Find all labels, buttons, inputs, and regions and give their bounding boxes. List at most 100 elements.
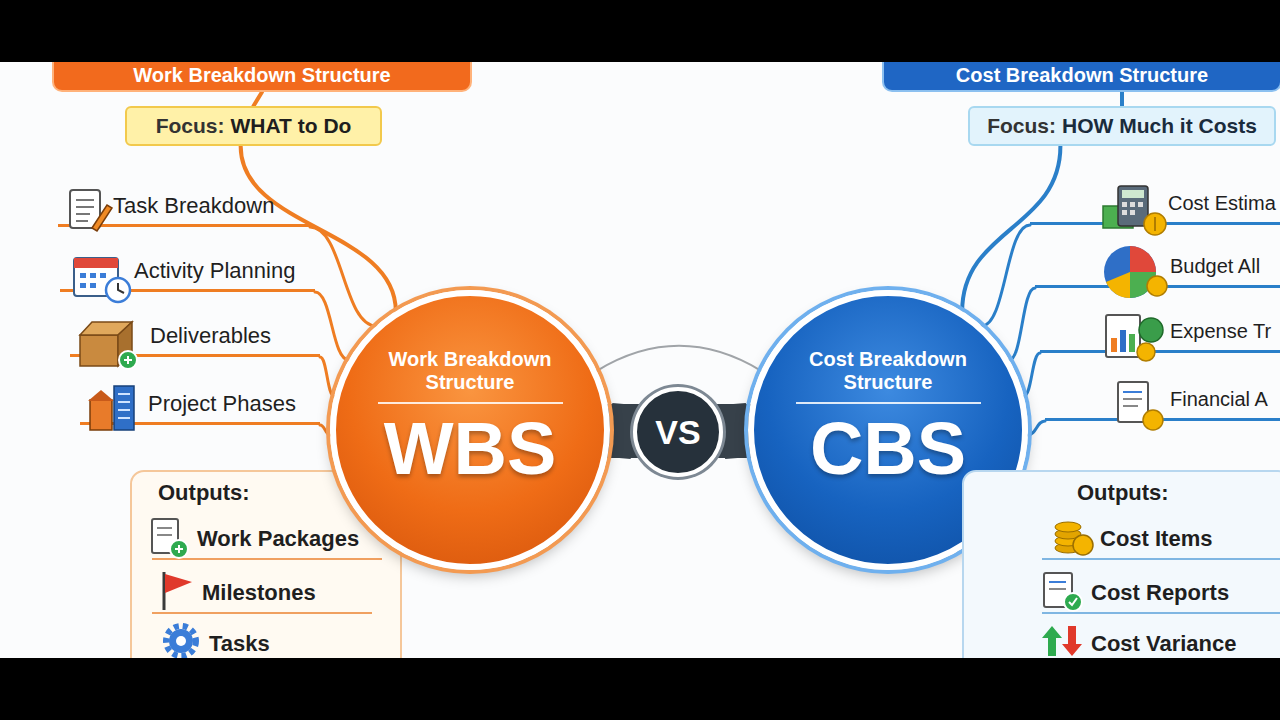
- branch-connector: [320, 425, 330, 435]
- output-item: Cost Items: [1042, 520, 1280, 560]
- calendar-icon-part: [74, 258, 118, 296]
- branch-item: Activity Planning: [60, 252, 315, 292]
- title-banner: Cost Breakdown Structure: [882, 60, 1280, 92]
- hub-circle: Work Breakdown StructureWBS: [330, 290, 610, 570]
- calendar-icon-part: [106, 278, 130, 302]
- node-text: Outputs:: [1077, 480, 1280, 506]
- pie-icon-part: [1130, 272, 1156, 298]
- branch-connector: [1028, 421, 1045, 435]
- outputs-panel: Outputs:Cost ItemsCost ReportsCost Varia…: [962, 470, 1280, 680]
- node-text: WBS: [384, 408, 557, 490]
- report-icon-part: [1064, 593, 1082, 611]
- report-icon-part: [1049, 588, 1066, 590]
- task-icon-part: [76, 213, 90, 215]
- calculator-icon-part: [1122, 190, 1144, 198]
- finance-icon-part: [1123, 398, 1142, 400]
- node-text: Activity Planning: [134, 258, 295, 284]
- phases-icon-part: [118, 409, 130, 411]
- phases-icon-part: [118, 401, 130, 403]
- calendar-icon-part: [90, 283, 96, 288]
- report-icon-part: [1049, 581, 1066, 583]
- calculator-icon-part: [1118, 186, 1148, 226]
- branch-connector: [723, 430, 748, 432]
- box-icon-part: [124, 356, 132, 364]
- calculator-icon-part: [1130, 210, 1135, 215]
- phases-icon-part: [90, 400, 112, 430]
- branch-item: Expense Tr: [1040, 313, 1280, 353]
- package-icon-part: [157, 527, 172, 529]
- finance-icon-part: [1143, 410, 1163, 430]
- finance-icon-part: [1123, 391, 1142, 393]
- output-item: Milestones: [152, 574, 372, 614]
- branch-connector: [597, 346, 761, 371]
- report-icon: [1044, 573, 1082, 611]
- node-text: Focus:: [987, 114, 1056, 138]
- branch-connector: [1120, 92, 1124, 106]
- calendar-icon-part: [118, 283, 124, 293]
- finance-icon-part: [1118, 382, 1148, 422]
- package-icon-part: [175, 545, 183, 553]
- calculator-icon-part: [1144, 213, 1166, 235]
- node-text: Work Breakdown Structure: [133, 64, 390, 87]
- gear-icon-part: [176, 636, 186, 646]
- expense-icon-part: [1111, 338, 1117, 352]
- variance-icon: [1042, 626, 1082, 656]
- node-text: Expense Tr: [1170, 320, 1271, 343]
- calendar-icon-part: [90, 273, 96, 278]
- branch-item: Cost Estima: [1030, 185, 1280, 225]
- box-icon-part: [118, 322, 132, 366]
- package-icon-part: [152, 519, 178, 553]
- output-item: Cost Reports: [1042, 574, 1280, 614]
- calculator-icon-part: [1103, 206, 1133, 228]
- node-text: Tasks: [209, 631, 270, 657]
- calculator-icon-part: [1138, 202, 1143, 207]
- focus-box: Focus:WHAT to Do: [125, 106, 382, 146]
- branch-connector: [254, 92, 263, 106]
- flag-icon: [164, 572, 192, 610]
- finance-icon-part: [1123, 405, 1138, 407]
- task-icon: [70, 190, 112, 231]
- coins-icon-part: [1055, 529, 1081, 539]
- title-banner: Work Breakdown Structure: [52, 60, 472, 92]
- calendar-icon-part: [80, 273, 86, 278]
- report-icon-part: [1044, 573, 1072, 607]
- branch-connector: [310, 227, 376, 326]
- expense-icon-part: [1120, 330, 1126, 352]
- node-text: Cost Breakdown Structure: [796, 348, 981, 404]
- pie-icon-part: [1130, 246, 1156, 272]
- coins-icon-part: [1055, 536, 1081, 546]
- branch-item: Budget All: [1035, 248, 1280, 288]
- node-text: Budget All: [1170, 255, 1260, 278]
- box-icon-part: [119, 351, 137, 369]
- phases-icon: [88, 386, 134, 430]
- calculator-icon-part: [1130, 202, 1135, 207]
- gear-icon-part: [169, 629, 193, 653]
- letterbox-bar: [0, 658, 1280, 720]
- expense-icon-part: [1129, 334, 1135, 352]
- box-icon-part: [80, 322, 132, 335]
- phases-icon-part: [114, 386, 134, 430]
- task-icon-part: [76, 220, 88, 222]
- calendar-icon-part: [74, 258, 118, 268]
- node-text: Work Packages: [197, 526, 359, 552]
- branch-connector: [315, 292, 349, 360]
- pie-icon-part: [1147, 276, 1167, 296]
- node-text: HOW Much it Costs: [1062, 114, 1257, 138]
- task-icon-part: [76, 206, 94, 208]
- variance-icon-part: [1062, 626, 1082, 656]
- task-icon-part: [92, 205, 112, 231]
- task-icon-part: [70, 190, 100, 228]
- pie-icon-part: [1106, 272, 1130, 298]
- finance-icon: [1118, 382, 1163, 430]
- node-text: Cost Breakdown Structure: [956, 64, 1208, 87]
- calculator-icon-part: [1122, 202, 1127, 207]
- node-text: Task Breakdown: [113, 193, 274, 219]
- node-text: Cost Reports: [1091, 580, 1229, 606]
- expense-icon-part: [1137, 343, 1155, 361]
- node-text: Milestones: [202, 580, 316, 606]
- calculator-icon-part: [1122, 210, 1127, 215]
- node-text: VS: [655, 413, 700, 452]
- coins-icon-part: [1055, 543, 1081, 553]
- coins-icon-part: [1055, 522, 1081, 532]
